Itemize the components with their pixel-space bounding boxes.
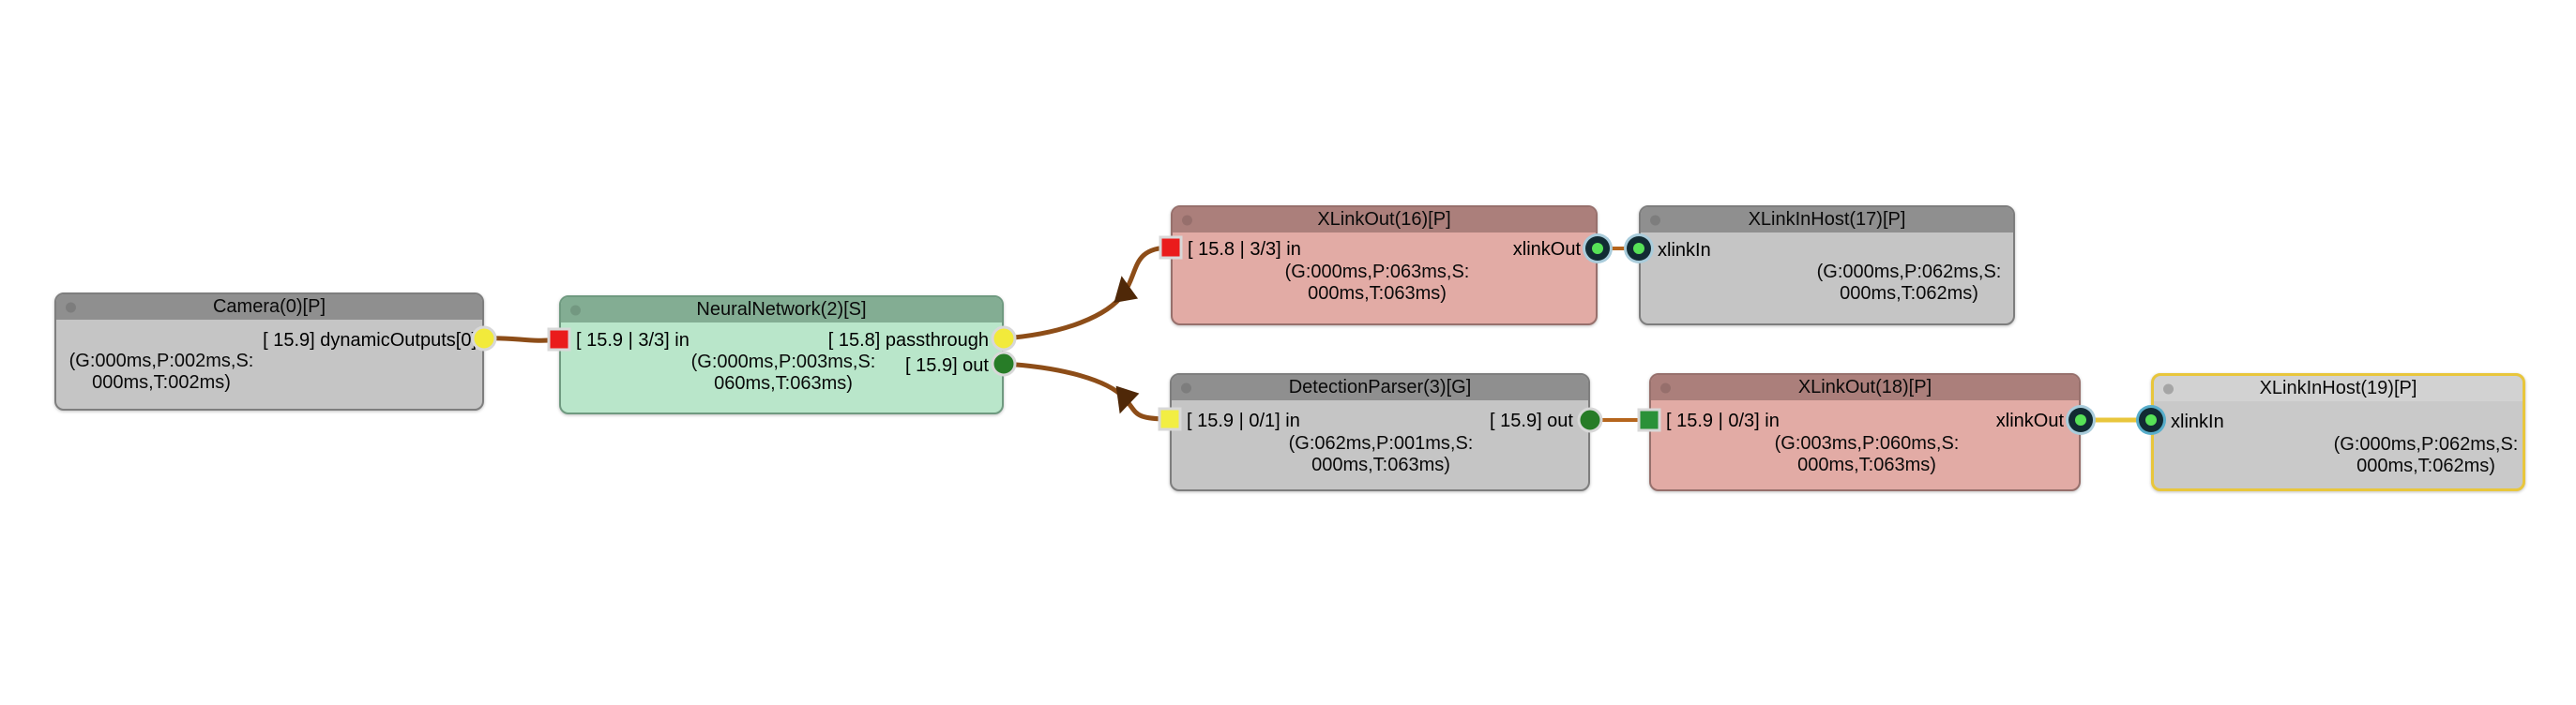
node-detectionparser-3[interactable]: DetectionParser(3)[G] [ 15.9 | 0/1] in […	[1170, 373, 1590, 491]
node-header: NeuralNetwork(2)[S]	[561, 297, 1002, 322]
port-label-xlinkout: xlinkOut	[1512, 239, 1581, 260]
node-header: XLinkInHost(19)[P]	[2154, 376, 2523, 401]
node-stats: (G:000ms,P:062ms,S: 000ms,T:062ms)	[1816, 262, 2002, 304]
node-header-dot-icon	[1660, 382, 1671, 393]
port-xlinkinhost17-xlinkin[interactable]	[1624, 233, 1654, 263]
port-label-xlinkout: xlinkOut	[1995, 411, 2064, 431]
node-title: Camera(0)[P]	[212, 296, 326, 317]
node-header-dot-icon	[1181, 382, 1191, 393]
node-stats: (G:062ms,P:001ms,S: 000ms,T:063ms)	[1288, 433, 1474, 475]
port-label-in: [ 15.9 | 3/3] in	[576, 330, 689, 351]
port-detectionparser-out[interactable]	[1577, 407, 1603, 433]
node-camera-0[interactable]: Camera(0)[P] [ 15.9] dynamicOutputs[0] (…	[54, 292, 484, 411]
port-xlinkout18-in[interactable]	[1637, 408, 1661, 432]
node-header-dot-icon	[570, 305, 581, 315]
port-label-in: [ 15.9 | 0/1] in	[1187, 411, 1300, 431]
port-xlinkinhost19-xlinkin[interactable]	[2136, 405, 2166, 435]
node-header: XLinkOut(16)[P]	[1173, 207, 1596, 232]
node-title: XLinkOut(16)[P]	[1317, 209, 1451, 230]
port-nn-out[interactable]	[991, 351, 1017, 377]
port-xlinkout16-xlinkout[interactable]	[1583, 233, 1613, 263]
port-label-dynamicoutputs: [ 15.9] dynamicOutputs[0]	[263, 330, 477, 351]
port-label-xlinkin: xlinkIn	[2171, 412, 2224, 432]
port-detectionparser-in[interactable]	[1158, 407, 1182, 431]
port-xlinkout16-in[interactable]	[1159, 235, 1183, 260]
port-nn-passthrough[interactable]	[991, 325, 1017, 352]
node-header: DetectionParser(3)[G]	[1172, 375, 1588, 400]
node-stats: (G:000ms,P:062ms,S: 000ms,T:062ms)	[2333, 434, 2519, 476]
port-label-out: [ 15.9] out	[1490, 411, 1573, 431]
node-xlinkout-18[interactable]: XLinkOut(18)[P] [ 15.9 | 0/3] in xlinkOu…	[1649, 373, 2081, 491]
edge-nn-passthrough-to-xlinkout16-in[interactable]	[1001, 245, 1174, 341]
port-label-passthrough: [ 15.8] passthrough	[827, 330, 989, 351]
node-neuralnetwork-2[interactable]: NeuralNetwork(2)[S] [ 15.9 | 3/3] in [ 1…	[559, 295, 1004, 414]
node-title: DetectionParser(3)[G]	[1288, 377, 1472, 398]
node-header-dot-icon	[2163, 383, 2174, 394]
port-camera-dynamicoutputs[interactable]	[471, 325, 497, 352]
port-nn-in[interactable]	[547, 327, 571, 352]
node-header: Camera(0)[P]	[56, 294, 482, 320]
node-xlinkinhost-17[interactable]: XLinkInHost(17)[P] xlinkIn (G:000ms,P:06…	[1639, 205, 2015, 325]
node-title: XLinkInHost(19)[P]	[2259, 378, 2417, 398]
node-stats: (G:000ms,P:063ms,S: 000ms,T:063ms)	[1284, 262, 1470, 304]
node-xlinkout-16[interactable]: XLinkOut(16)[P] [ 15.8 | 3/3] in xlinkOu…	[1171, 205, 1598, 325]
port-label-xlinkin: xlinkIn	[1658, 240, 1711, 261]
node-header: XLinkInHost(17)[P]	[1641, 207, 2013, 232]
node-header: XLinkOut(18)[P]	[1651, 375, 2079, 400]
node-header-dot-icon	[1182, 215, 1192, 225]
port-label-in: [ 15.9 | 0/3] in	[1666, 411, 1780, 431]
node-header-dot-icon	[1650, 215, 1660, 225]
node-title: NeuralNetwork(2)[S]	[696, 299, 867, 320]
node-stats: (G:000ms,P:003ms,S: 060ms,T:063ms)	[690, 352, 876, 394]
node-xlinkinhost-19[interactable]: XLinkInHost(19)[P] xlinkIn (G:000ms,P:06…	[2151, 373, 2525, 491]
node-title: XLinkOut(18)[P]	[1797, 377, 1932, 398]
node-title: XLinkInHost(17)[P]	[1748, 209, 1906, 230]
port-label-out: [ 15.9] out	[905, 355, 989, 376]
node-stats: (G:000ms,P:002ms,S: 000ms,T:002ms)	[68, 351, 254, 393]
port-xlinkout18-xlinkout[interactable]	[2066, 405, 2096, 435]
node-stats: (G:003ms,P:060ms,S: 000ms,T:063ms)	[1774, 433, 1960, 475]
node-header-dot-icon	[66, 302, 76, 312]
edge-nn-out-to-detectionparser-in[interactable]	[1001, 361, 1173, 422]
port-label-in: [ 15.8 | 3/3] in	[1188, 239, 1301, 260]
